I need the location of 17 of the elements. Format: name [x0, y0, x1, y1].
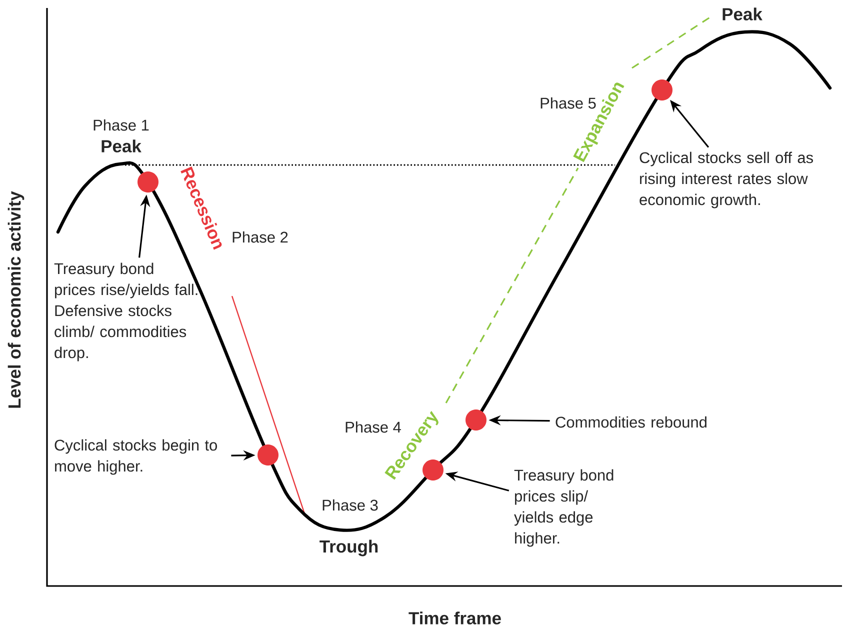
peak-label: Peak — [722, 8, 762, 20]
annotation-text: Treasury bond prices slip/ yields edge higher. — [514, 469, 614, 547]
annotation-text: Cyclical stocks sell off as rising interest rates slow economic growth. — [640, 152, 813, 208]
phase-label: Phase 1 — [94, 119, 149, 131]
peak-label: Peak — [102, 140, 142, 152]
trough-label: Trough — [320, 540, 378, 556]
marker-dot — [258, 444, 278, 466]
axis-title: Time frame — [408, 612, 501, 624]
marker-dot — [138, 172, 158, 192]
marker-dot — [652, 80, 672, 100]
annotation-text: Treasury bond prices rise/yields fall. Defensive stocks climb/ commodities drop. — [54, 262, 198, 362]
phase-label: Phase 2 — [232, 231, 288, 243]
phase-label: Phase 3 — [322, 499, 378, 511]
marker-dot — [466, 410, 486, 430]
axis-title: Level of economic activity — [8, 191, 24, 408]
annotation-text: Commodities rebound — [556, 416, 706, 428]
annotation-text: Cyclical stocks begin to move higher. — [54, 439, 217, 475]
